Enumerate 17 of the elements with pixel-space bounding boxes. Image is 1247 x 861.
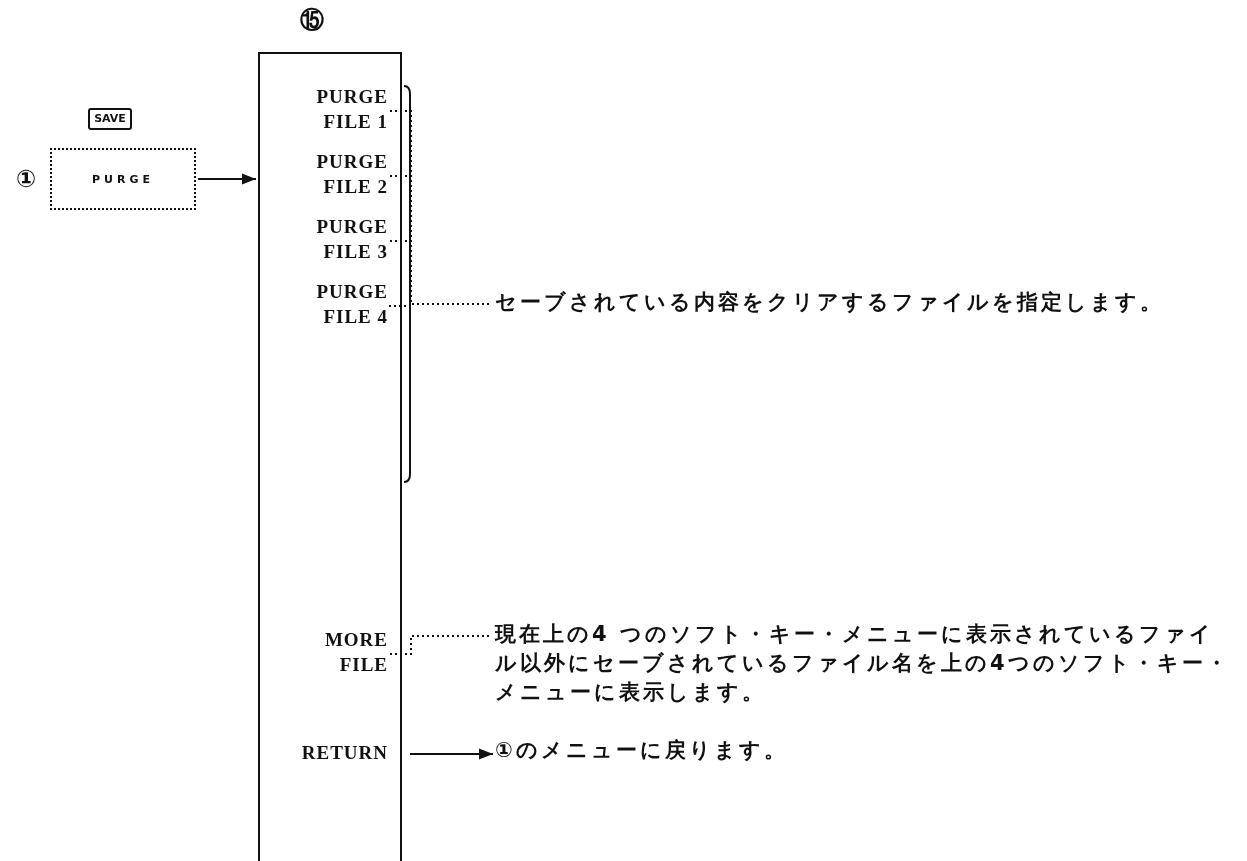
arrow <box>409 748 494 760</box>
description-text: 現在上の4 つのソフト・キー・メニューに表示されているファイル以外にセーブされているファイル名を上の4つのソフト・キー・メニューに表示します。 <box>495 620 1235 714</box>
description-text: セーブされている内容をクリアするファイルを指定します。 <box>495 288 1235 352</box>
key-cap: SAVE <box>88 108 132 130</box>
menu-item: PURGE FILE 4 <box>308 279 388 333</box>
arrow <box>197 173 257 185</box>
callout-number: ① <box>16 165 37 193</box>
menu-item: PURGE FILE 2 <box>308 149 388 203</box>
menu-item: MORE FILE <box>308 627 388 681</box>
soft-key-label: PURGE <box>50 148 196 210</box>
menu-item: RETURN <box>288 740 388 768</box>
menu-item: PURGE FILE 1 <box>308 84 388 138</box>
description-text: ①のメニューに戻ります。 <box>495 736 1095 766</box>
leader-line <box>387 303 490 307</box>
leader-line <box>387 635 490 655</box>
callout-number: ⑮ <box>300 5 324 36</box>
menu-item: PURGE FILE 3 <box>308 214 388 268</box>
